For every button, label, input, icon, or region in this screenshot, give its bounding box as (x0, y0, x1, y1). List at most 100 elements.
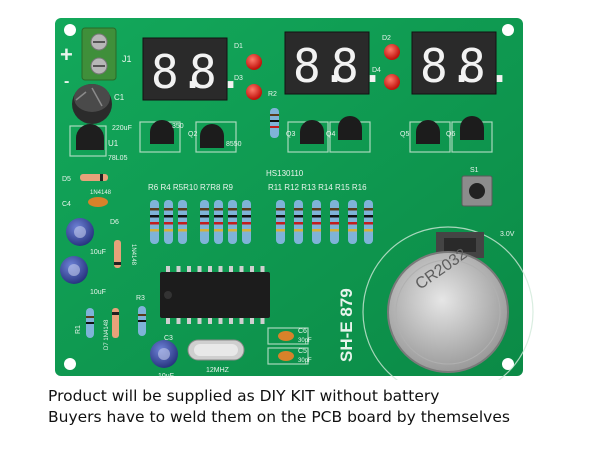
label-u1-value: 78L05 (108, 155, 128, 162)
label-c1: C1 (114, 93, 125, 102)
label-10uf-b: 10uF (90, 289, 106, 296)
ic-pin (250, 266, 254, 272)
ic-pin (197, 266, 202, 272)
mount-hole (64, 24, 76, 36)
ic-pin (260, 266, 265, 272)
transistor-q3 (300, 120, 324, 144)
transistor-q1 (150, 120, 174, 144)
label-voltage: 3.0V (500, 231, 515, 238)
caption-line-1: Product will be supplied as DIY KIT with… (48, 387, 440, 405)
resistor (330, 200, 339, 244)
label-model: HS130110 (266, 169, 304, 178)
ic-pin (166, 266, 170, 272)
caption-line-2: Buyers have to weld them on the PCB boar… (48, 408, 510, 426)
led-d4 (384, 74, 400, 90)
seven-segment-display: 8.8. (411, 31, 513, 95)
mount-hole (64, 358, 76, 370)
label-resistor-row-2: R11 R12 R13 R14 R15 R16 (268, 183, 367, 192)
diy-clock-kit-photo: + - J1 C1 220uF U1 78L05 8.8.8.8.8.8. D1… (55, 18, 534, 380)
ic-pin (239, 318, 244, 324)
capacitor-c1 (72, 84, 112, 124)
ic-pin (218, 266, 223, 272)
crystal-oscillator (187, 339, 245, 361)
label-c6-value: 30pF (298, 338, 312, 344)
ic-pin (208, 266, 212, 272)
label-r3: R3 (136, 295, 145, 302)
capacitor-c5 (278, 351, 294, 361)
ic-pin (229, 266, 233, 272)
label-c4: C4 (62, 201, 71, 208)
resistor (276, 200, 285, 244)
resistor (242, 200, 251, 244)
label-crystal: 12MHZ (206, 367, 230, 374)
label-d1: D1 (234, 43, 243, 50)
resistor (364, 200, 373, 244)
resistor (294, 200, 303, 244)
display-digit: 8. (458, 39, 513, 93)
diode-d5 (80, 174, 108, 181)
capacitor-10uf-a (66, 218, 94, 246)
capacitor-c4 (88, 197, 108, 207)
microcontroller-ic (160, 272, 270, 318)
capacitor-10uf-b (60, 256, 88, 284)
seven-segment-display: 8.8. (284, 31, 386, 95)
label-q6: Q6 (446, 131, 455, 138)
seven-segment-display: 8.8. (142, 37, 244, 101)
transistors (150, 116, 484, 148)
ic-pin (187, 266, 191, 272)
label-r2: R2 (268, 91, 277, 98)
label-d5-value: 1N4148 (90, 190, 112, 196)
led-d2 (384, 44, 400, 60)
ic-pin (250, 318, 254, 324)
display-digit: 8. (151, 45, 206, 99)
label-c5-value: 30pF (298, 358, 312, 364)
resistor-r3 (138, 306, 146, 336)
ic-pin (260, 318, 265, 324)
label-c3: C3 (164, 335, 173, 342)
resistor (178, 200, 187, 244)
label-d7: D7 1N4148 (104, 319, 110, 350)
display-digit: 8. (189, 45, 244, 99)
display-digit: 8. (420, 39, 475, 93)
label-u1: U1 (108, 139, 119, 148)
label-minus: - (64, 73, 69, 90)
resistor-r1 (86, 308, 94, 338)
resistor (150, 200, 159, 244)
resistor (200, 200, 209, 244)
ic-pin (218, 318, 223, 324)
label-q4: Q4 (326, 131, 335, 138)
label-c1-value: 220uF (112, 125, 132, 132)
label-d6-value: 1N4148 (130, 244, 136, 266)
regulator-u1 (76, 124, 104, 150)
power-terminal-j1 (81, 27, 117, 81)
label-d2: D2 (382, 35, 391, 42)
label-c6: C6 (298, 328, 307, 335)
ic-pin (208, 318, 212, 324)
resistor (348, 200, 357, 244)
ic-pin (176, 266, 181, 272)
ic-pin (166, 318, 170, 324)
resistor (228, 200, 237, 244)
transistor-q2 (200, 124, 224, 148)
diode-d7 (112, 308, 119, 338)
resistor-bank (150, 200, 373, 244)
ic-pin (187, 318, 191, 324)
resistor (312, 200, 321, 244)
label-10uf-c: 10uF (158, 373, 174, 380)
led-d1 (246, 54, 262, 70)
ic-pin (197, 318, 202, 324)
label-c5: C5 (298, 348, 307, 355)
label-d6: D6 (110, 219, 119, 226)
ic-pin (176, 318, 181, 324)
ic-pin (229, 318, 233, 324)
transistor-q5 (416, 120, 440, 144)
transistor-q6 (460, 116, 484, 140)
label-plus: + (60, 42, 73, 67)
resistor-r2 (270, 108, 279, 138)
display-digit: 8. (293, 39, 348, 93)
coin-cell-battery-holder (387, 232, 509, 373)
transistor-q4 (338, 116, 362, 140)
label-q2: Q2 (188, 131, 197, 138)
resistor (214, 200, 223, 244)
display-digit: 8. (331, 39, 386, 93)
